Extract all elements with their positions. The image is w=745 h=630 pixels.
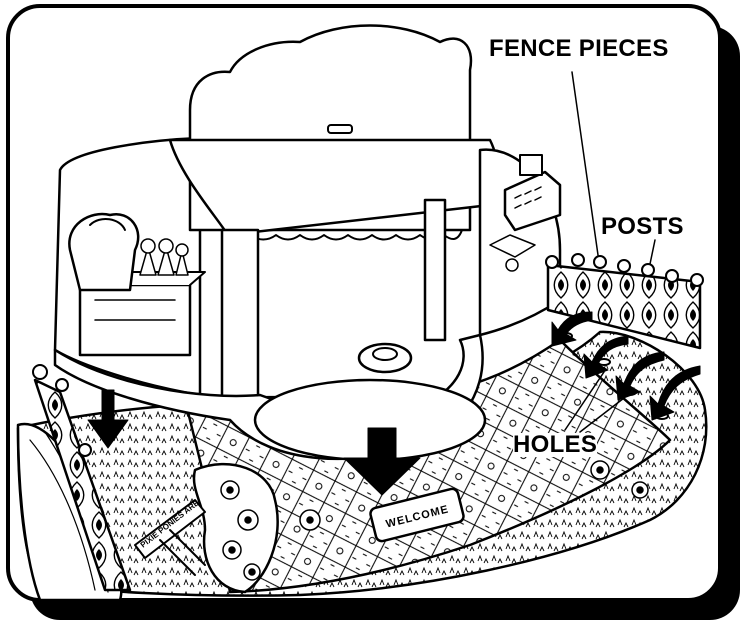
arrow-post-1 <box>551 311 593 347</box>
cash-register <box>503 170 562 232</box>
scene: PIXIE PONIES ARE WELCOME <box>16 24 708 602</box>
flower-bed <box>192 462 279 594</box>
leader-lines <box>564 71 656 433</box>
arrows <box>87 311 701 496</box>
arrow-post-4 <box>649 365 701 421</box>
flowers <box>220 291 649 581</box>
label-posts: POSTS <box>601 213 684 240</box>
label-fence-pieces: FENCE PIECES <box>489 35 669 62</box>
shop-post-right <box>423 198 447 342</box>
shop-post-left <box>220 228 260 402</box>
label-holes: HOLES <box>513 431 598 458</box>
arrow-center <box>343 427 421 496</box>
welcome-mat: WELCOME <box>369 487 465 543</box>
left-fence <box>32 364 132 592</box>
ice-cream-machine <box>68 212 140 292</box>
arrow-post-3 <box>615 351 665 401</box>
right-fence <box>545 253 704 350</box>
arrow-post-2 <box>583 335 629 379</box>
arrow-left-fence <box>87 389 129 449</box>
